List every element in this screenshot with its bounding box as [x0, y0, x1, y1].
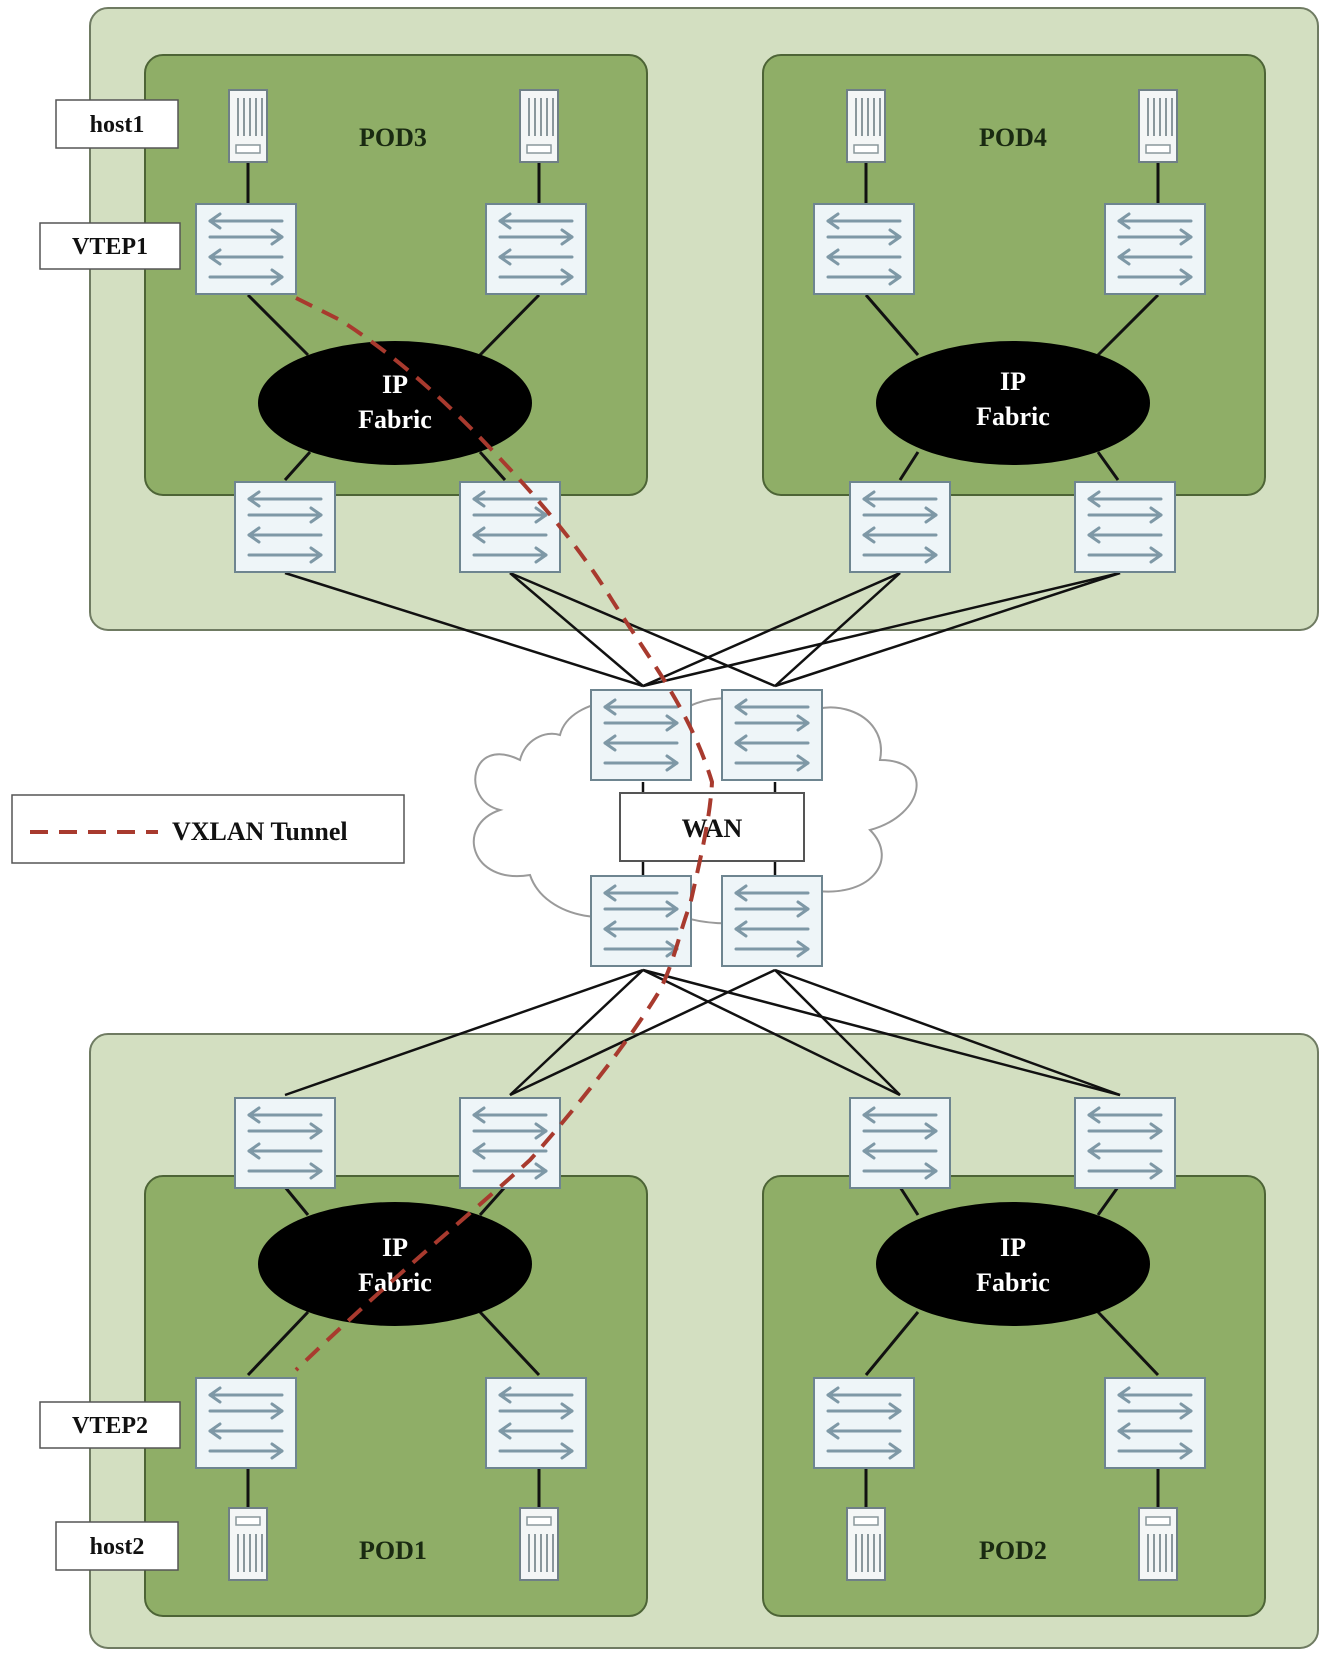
pod3-server-icon: [519, 89, 559, 163]
pod2-leaf-switch-icon: [813, 1377, 915, 1469]
pod2-leaf-switch-icon: [1104, 1377, 1206, 1469]
wan-label: WAN: [682, 814, 743, 843]
pod1-vtep2-leaf-switch-icon: [195, 1377, 297, 1469]
pod1-server-icon: [519, 1507, 559, 1581]
pod2-spine-switch-icon: [1074, 1097, 1176, 1189]
pod4-ip-fabric: [876, 341, 1150, 465]
pod2-server-icon: [846, 1507, 886, 1581]
pod1-spine-switch-icon: [234, 1097, 336, 1189]
vtep2-label: VTEP2: [72, 1413, 148, 1439]
pod3-ip-fabric: [258, 341, 532, 465]
pod4-leaf-switch-icon: [1104, 203, 1206, 295]
pod4-fabric-label: Fabric: [976, 402, 1050, 431]
pod2-fabric-ip-label: IP: [1000, 1233, 1026, 1262]
pod2-label: POD2: [979, 1536, 1047, 1565]
host-links: [246, 162, 1160, 1508]
vtep1-tag: [39, 222, 181, 270]
pod3-vtep1-leaf-switch-icon: [195, 203, 297, 295]
pod2-spine-switch-icon: [849, 1097, 951, 1189]
pod1-label: POD1: [359, 1536, 427, 1565]
pod2-ip-fabric: [876, 1202, 1150, 1326]
host1-label: host1: [90, 112, 145, 138]
vtep2-tag: [39, 1401, 181, 1449]
pod4-leaf-switch-icon: [813, 203, 915, 295]
vtep1-label: VTEP1: [72, 234, 148, 260]
pod3-spine-switch-icon: [459, 481, 561, 573]
pod3-leaf-switch-icon: [485, 203, 587, 295]
pod1-ip-fabric: [258, 1202, 532, 1326]
pod3-fabric-label: Fabric: [358, 405, 432, 434]
vxlan-tunnel-path: [294, 296, 715, 1372]
legend: VXLAN Tunnel: [11, 794, 405, 864]
pod2-server-icon: [1138, 1507, 1178, 1581]
wan-links: [284, 571, 1121, 1097]
wan-box-links: [641, 782, 777, 876]
wan-edge-switch-icon: [721, 875, 823, 967]
host1-tag: [55, 99, 179, 149]
wan-edge-switch-icon: [721, 689, 823, 781]
host2-label: host2: [90, 1534, 145, 1560]
pod3-fabric-ip-label: IP: [382, 370, 408, 399]
pod1-host2-server-icon: [228, 1507, 268, 1581]
pod3-label: POD3: [359, 123, 427, 152]
pod1-leaf-switch-icon: [485, 1377, 587, 1469]
pod2-fabric-label: Fabric: [976, 1268, 1050, 1297]
pod1-fabric-label: Fabric: [358, 1268, 432, 1297]
legend-tunnel-label: VXLAN Tunnel: [172, 817, 348, 846]
pod4-spine-switch-icon: [849, 481, 951, 573]
host2-tag: [55, 1521, 179, 1571]
pod4-label: POD4: [979, 123, 1047, 152]
pod3-spine-switch-icon: [234, 481, 336, 573]
pod3-host1-server-icon: [228, 89, 268, 163]
legend-box: [11, 794, 405, 864]
pod4-server-icon: [1138, 89, 1178, 163]
pod4-fabric-ip-label: IP: [1000, 367, 1026, 396]
pod4-server-icon: [846, 89, 886, 163]
fabric-links: [246, 293, 1160, 1377]
pod4-spine-switch-icon: [1074, 481, 1176, 573]
wan-edge-switch-icon: [590, 689, 692, 781]
pod1-fabric-ip-label: IP: [382, 1233, 408, 1262]
